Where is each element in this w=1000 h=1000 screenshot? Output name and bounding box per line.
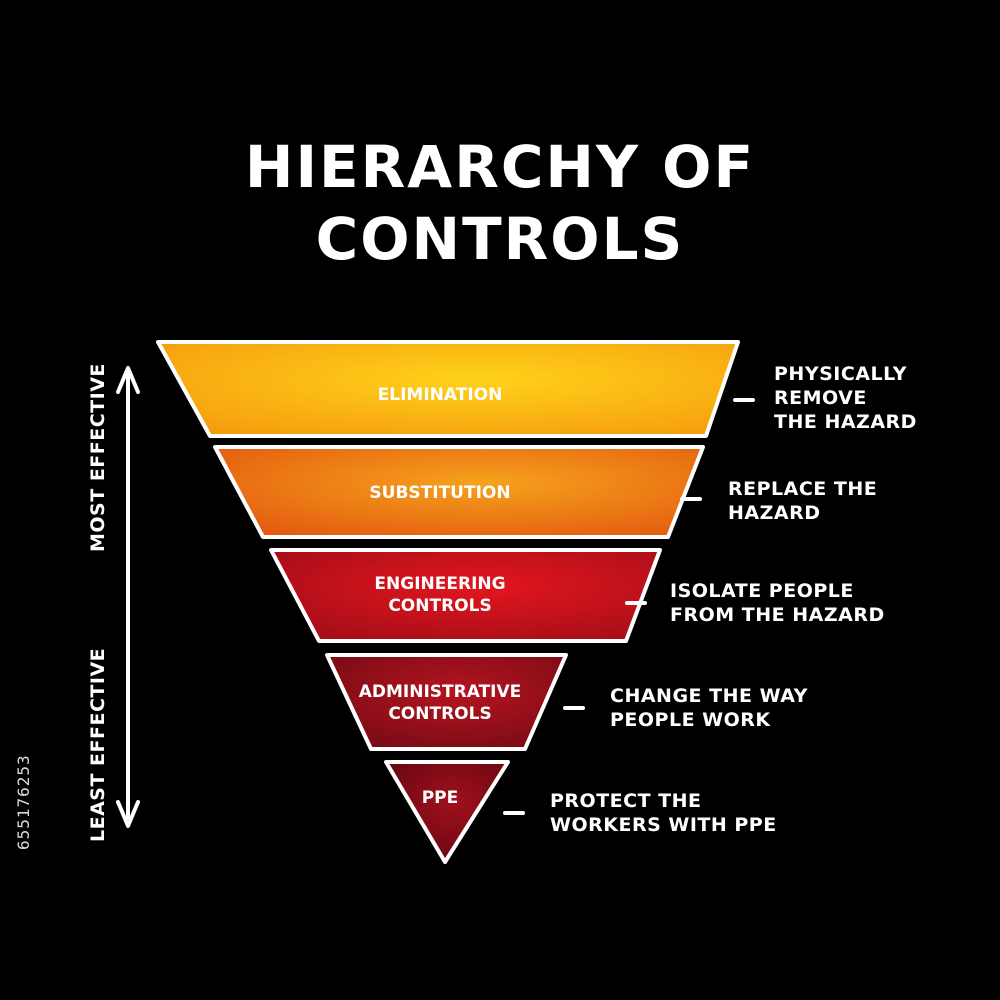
pyramid-segment-substitution: [213, 445, 705, 539]
connector-dash: [563, 706, 585, 710]
arrow-down-icon: [116, 800, 140, 828]
level-ppe-description: PROTECT THE WORKERS WITH PPE: [550, 790, 777, 836]
connector-dash: [733, 398, 755, 402]
pyramid-segment-engineering: [269, 548, 662, 643]
level-elimination-label: ELIMINATION: [377, 385, 503, 405]
level-engineering-description: ISOLATE PEOPLE FROM THE HAZARD: [670, 580, 885, 626]
effectiveness-arrow: [116, 366, 140, 828]
level-ppe-label: PPE: [421, 788, 459, 808]
level-elimination-description: PHYSICALLY REMOVE THE HAZARD: [774, 363, 917, 433]
least-effective-label: LEAST EFFECTIVE: [87, 647, 109, 842]
title-line-1: HIERARCHY OF: [244, 133, 756, 201]
level-substitution-description: REPLACE THE HAZARD: [728, 478, 878, 524]
level-substitution-label: SUBSTITUTION: [369, 483, 511, 503]
pyramid-segment-elimination: [156, 340, 740, 438]
title-line-2: CONTROLS: [315, 205, 685, 273]
connector-dash: [503, 811, 525, 815]
pyramid-segment-ppe: [384, 760, 510, 864]
level-administrative-description: CHANGE THE WAY PEOPLE WORK: [610, 685, 808, 731]
most-effective-label: MOST EFFECTIVE: [87, 363, 109, 552]
stock-image-id: 655176253: [14, 754, 33, 850]
pyramid-segment-administrative: [325, 653, 568, 751]
arrow-up-icon: [116, 366, 140, 394]
level-administrative-label: ADMINISTRATIVE CONTROLS: [358, 682, 522, 724]
connector-dash: [625, 601, 647, 605]
level-engineering-label: ENGINEERING CONTROLS: [374, 574, 506, 616]
connector-dash: [680, 497, 702, 501]
